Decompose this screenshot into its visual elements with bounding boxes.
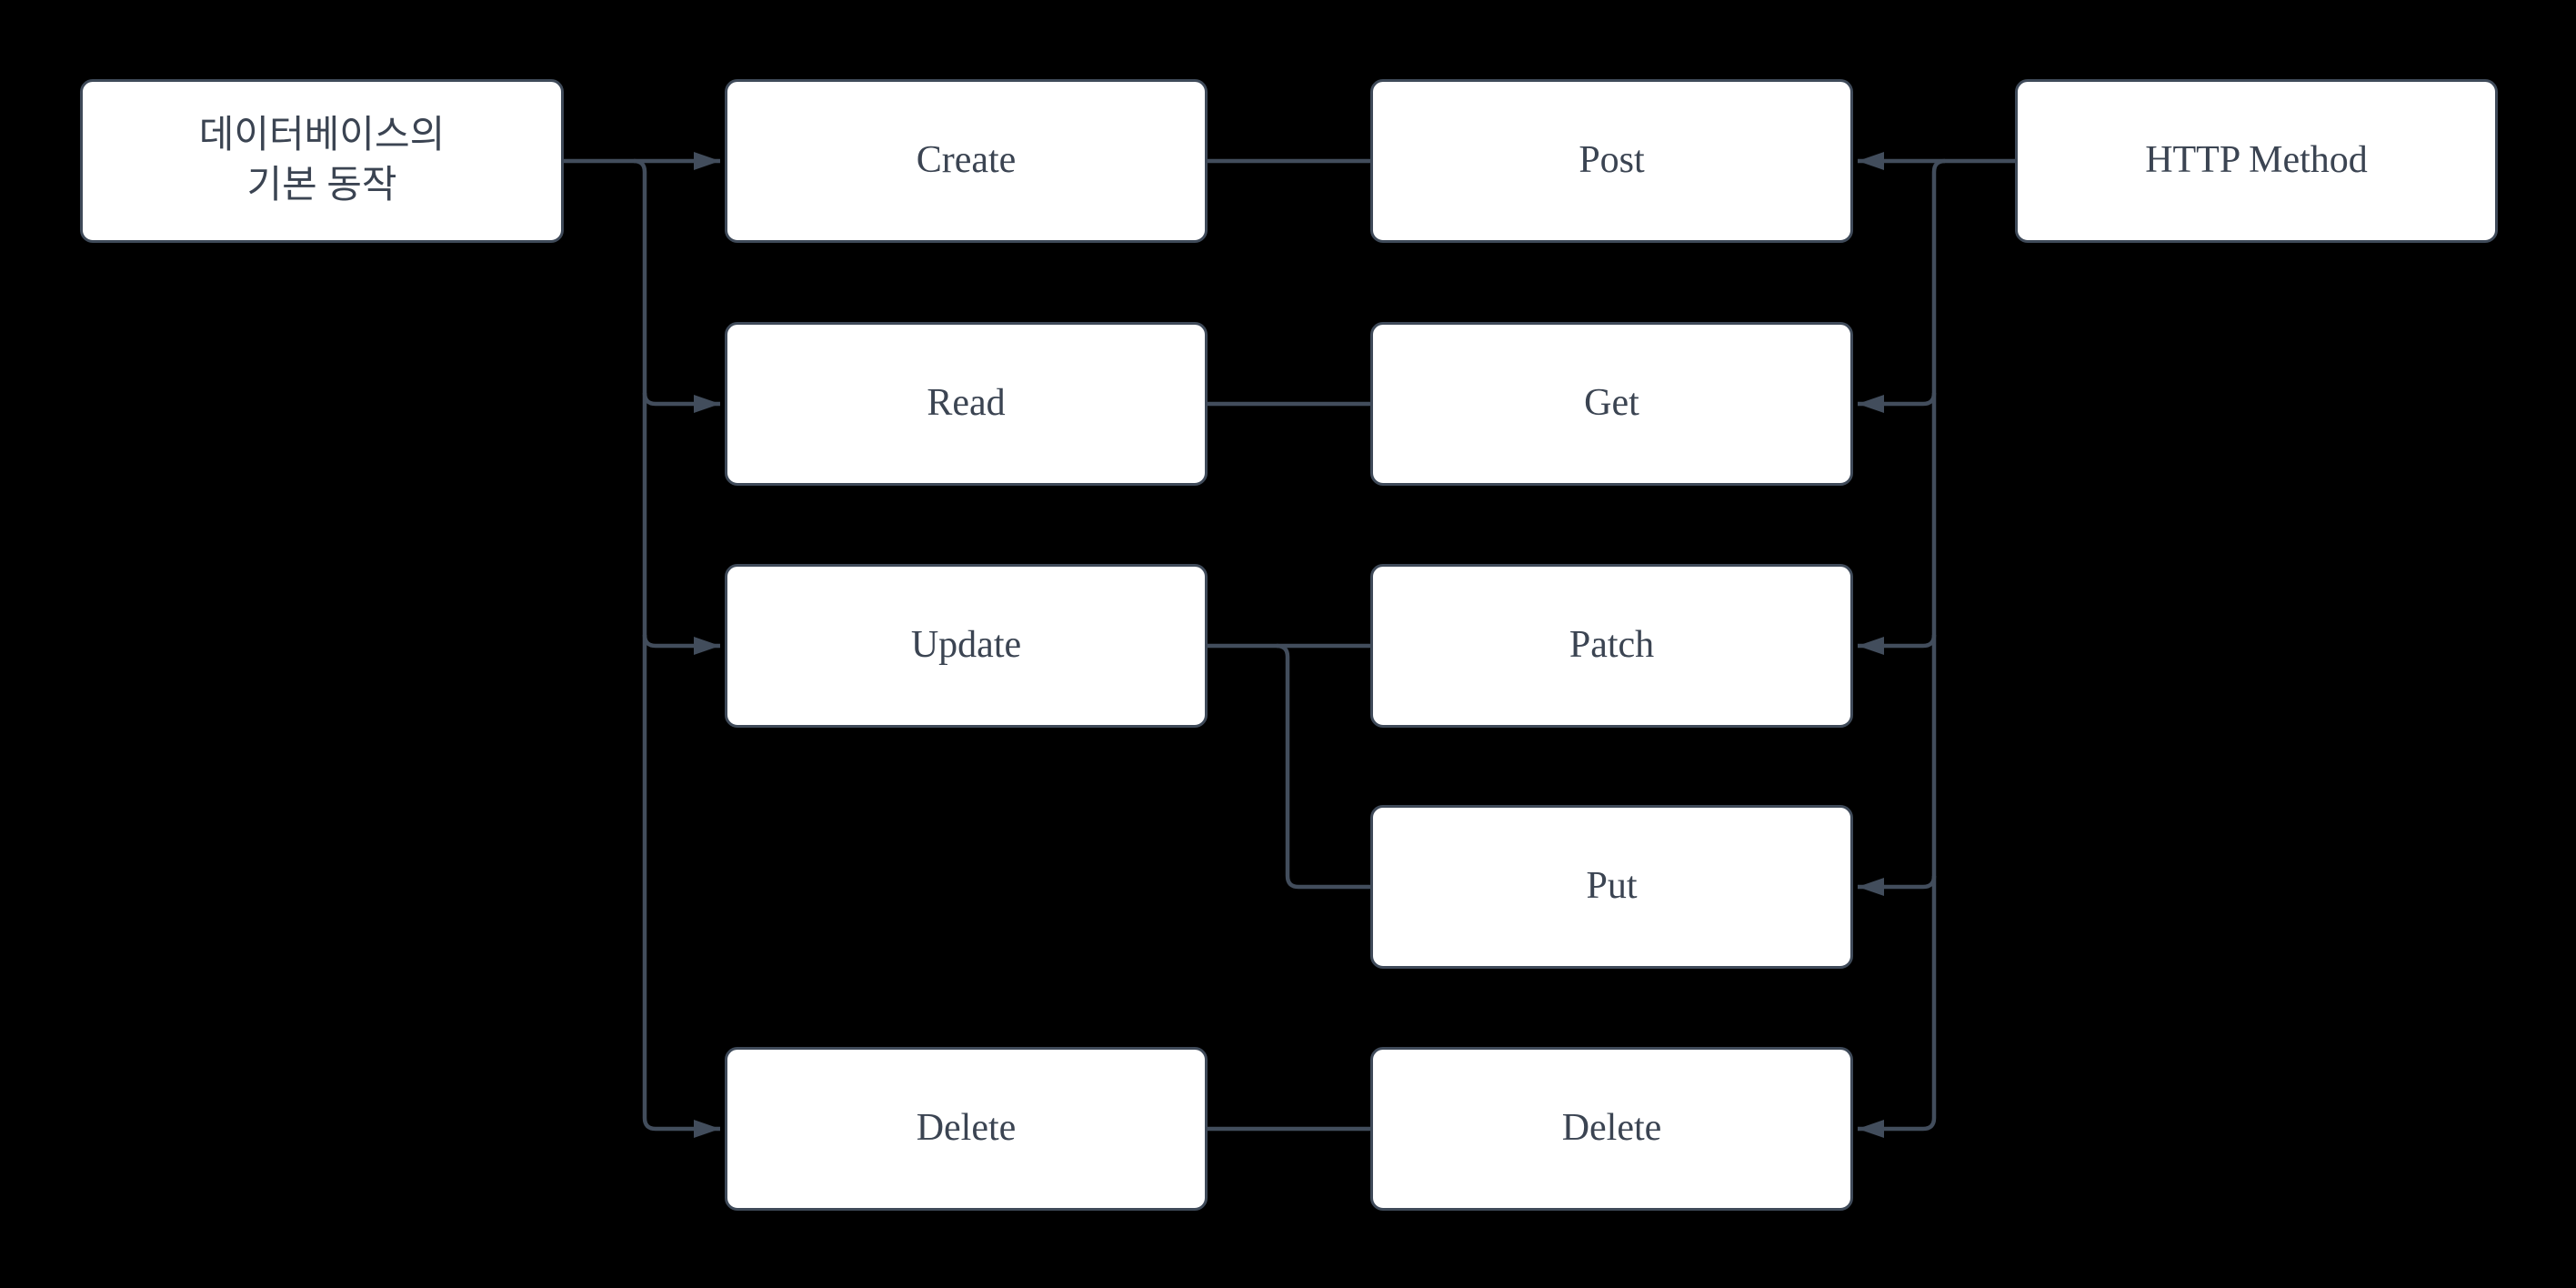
edge-http-get [1858, 392, 1937, 413]
edge-update-put [1276, 643, 1370, 890]
edge-http-delete [1858, 158, 1946, 1138]
node-update: Update [725, 564, 1208, 728]
node-database-basic-operations-label: 데이터베이스의 기본 동작 [198, 114, 446, 206]
node-update-label: Update [910, 624, 1022, 667]
node-delete-operation-label: Delete [916, 1107, 1017, 1150]
node-http-method: HTTP Method [2015, 79, 2498, 243]
node-patch-label: Patch [1569, 624, 1655, 667]
node-post-label: Post [1579, 139, 1645, 182]
node-delete-method: Delete [1370, 1047, 1853, 1211]
node-delete-operation: Delete [725, 1047, 1208, 1211]
node-put: Put [1370, 805, 1853, 969]
edge-db-update [642, 634, 720, 655]
node-read: Read [725, 322, 1208, 486]
node-create: Create [725, 79, 1208, 243]
node-put-label: Put [1586, 865, 1638, 908]
node-delete-method-label: Delete [1561, 1107, 1662, 1150]
node-create-label: Create [916, 139, 1017, 182]
node-get: Get [1370, 322, 1853, 486]
node-get-label: Get [1584, 382, 1639, 425]
node-read-label: Read [927, 382, 1006, 425]
edge-http-put [1858, 875, 1937, 896]
edge-db-read [642, 392, 720, 413]
edge-db-delete [633, 158, 720, 1138]
node-http-method-label: HTTP Method [2145, 139, 2368, 182]
edge-http-patch [1858, 634, 1937, 655]
node-patch: Patch [1370, 564, 1853, 728]
node-database-basic-operations: 데이터베이스의 기본 동작 [80, 79, 564, 243]
node-post: Post [1370, 79, 1853, 243]
